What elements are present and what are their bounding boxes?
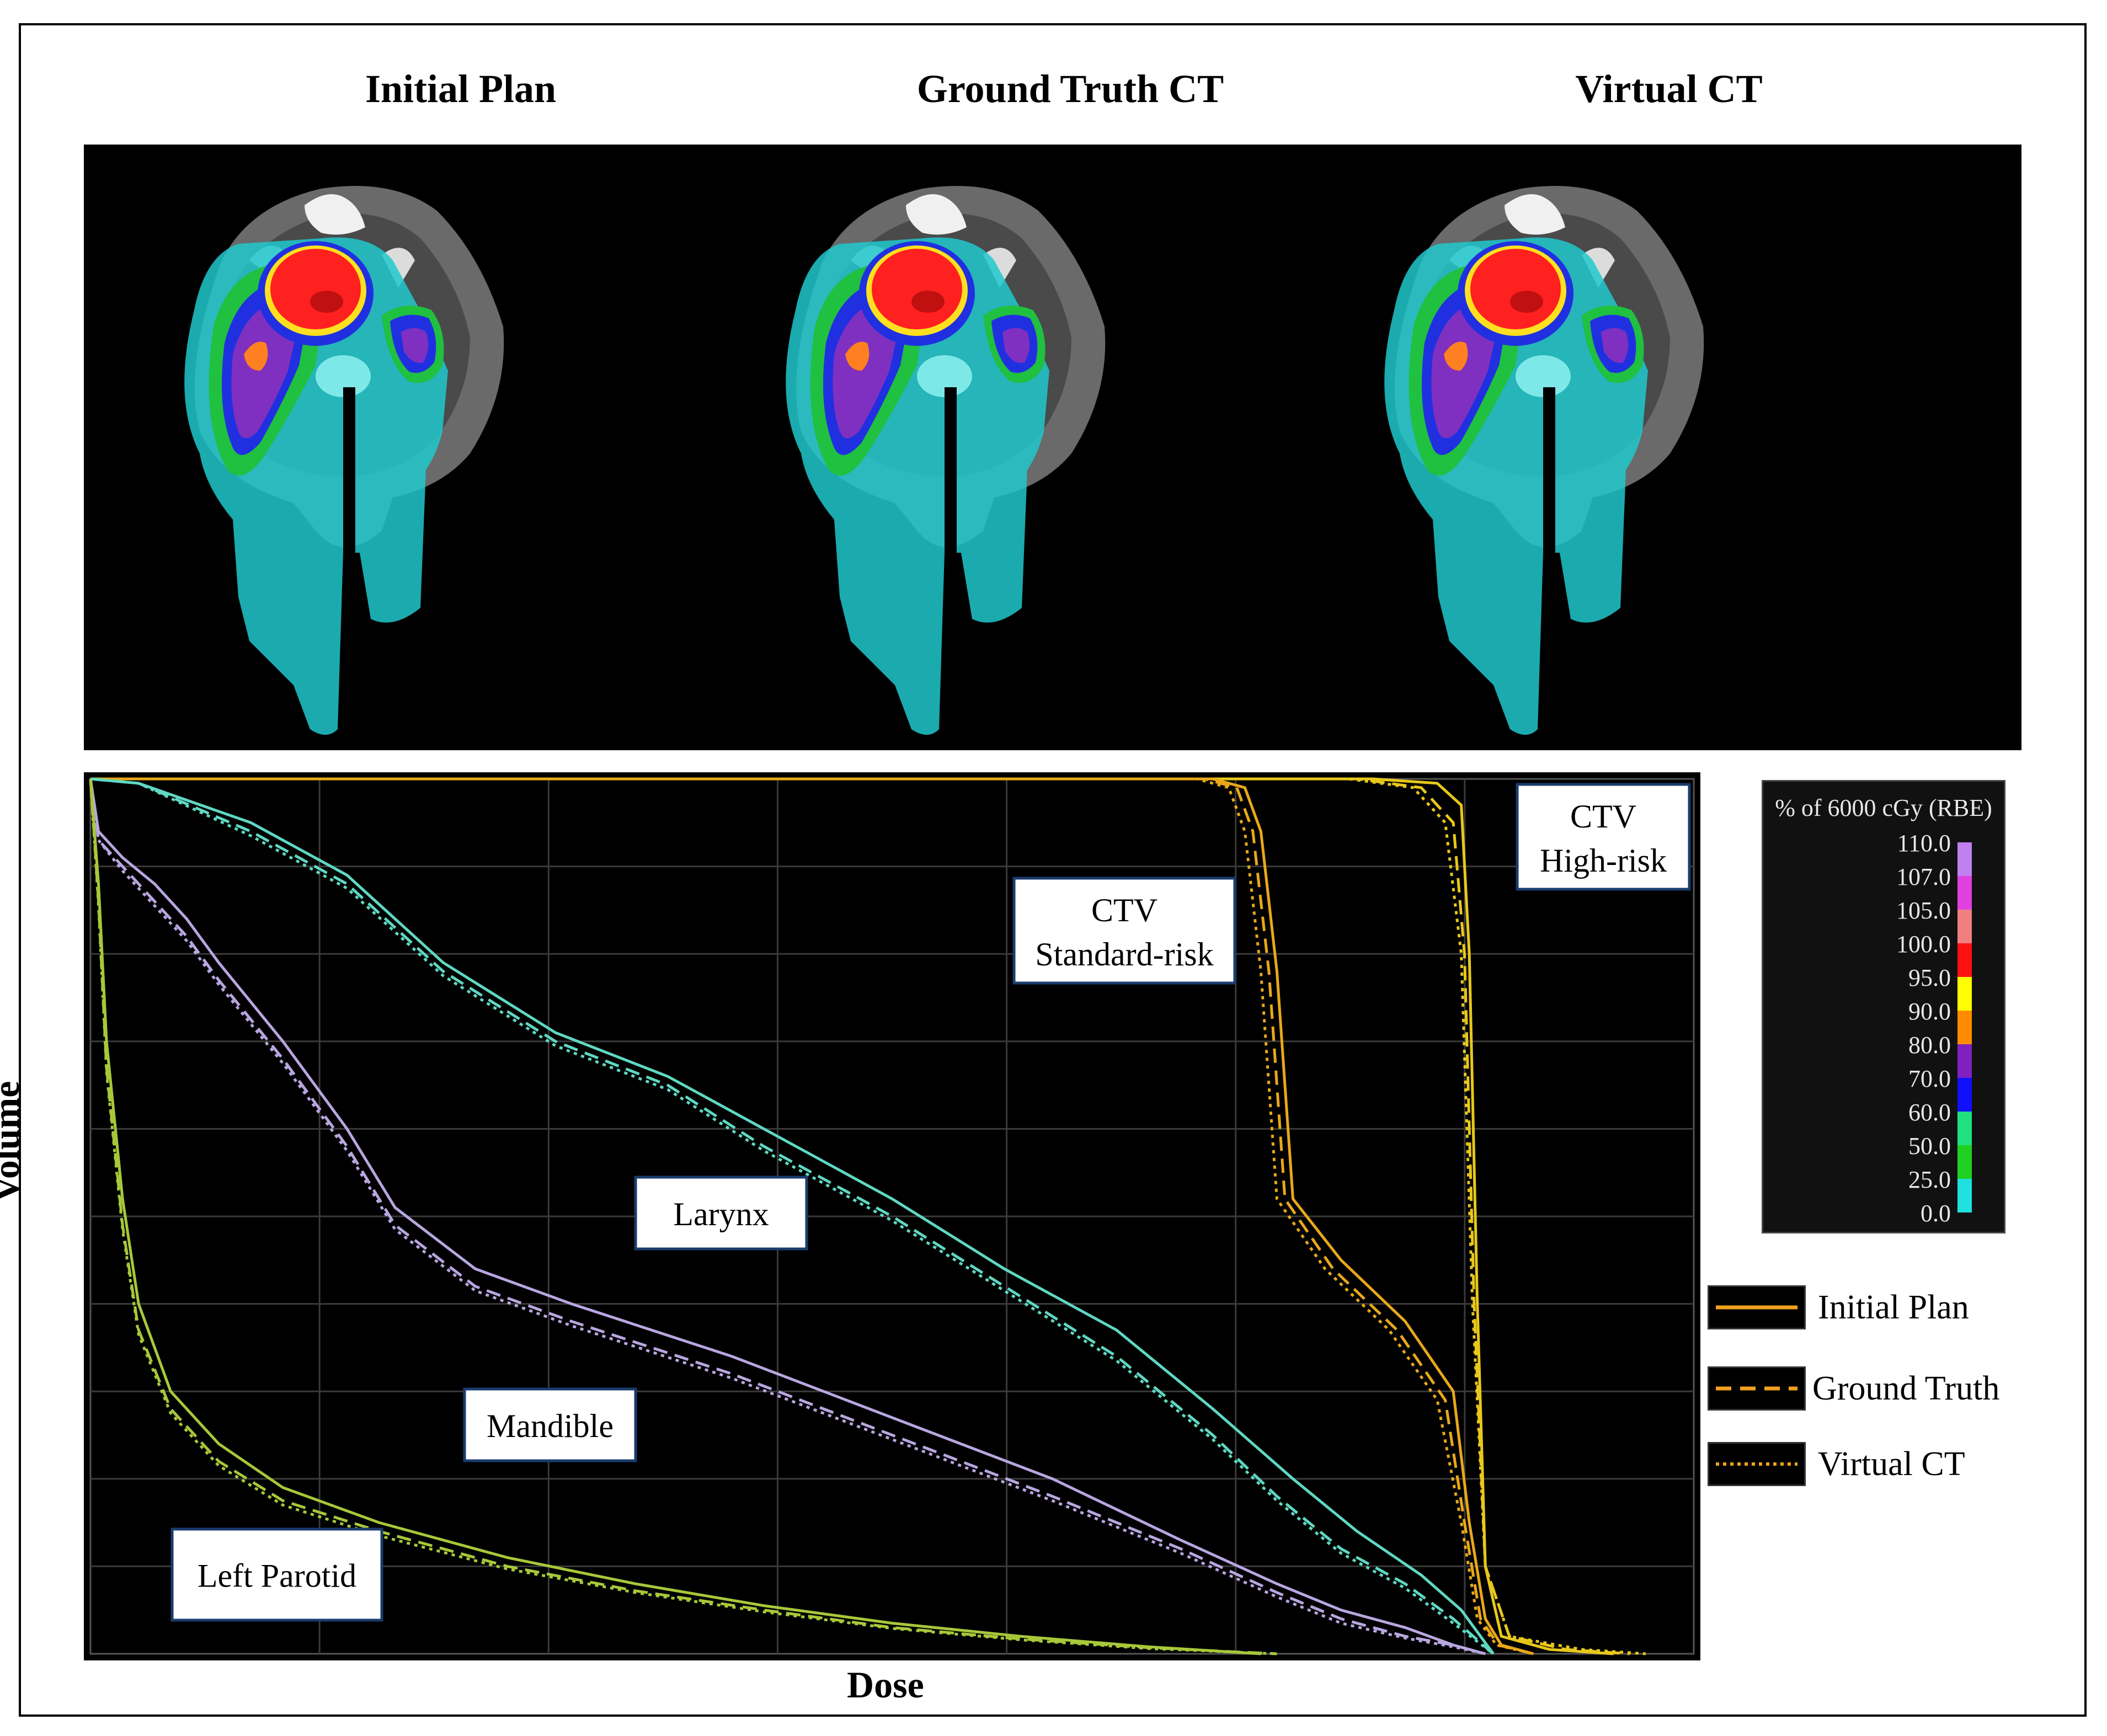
dvh-line-mandible-solid [89,778,1486,1655]
panel-title-virtual-ct: Virtual CT [1575,67,1763,111]
dvh-grid [89,778,1695,1655]
x-axis-label: Dose [847,1664,924,1706]
dvh-line-left-parotid-solid [89,778,1261,1655]
dvh-line-larynx-solid [90,777,1495,1655]
legend-line-solid [1716,1305,1797,1310]
colorbar-level-label: 105.0 [1896,897,1951,924]
colorbar-swatch [1957,943,1972,977]
annotation-larynx: Larynx [634,1176,808,1251]
colorbar-swatch [1957,876,1972,910]
legend-item-ground-truth: Ground Truth [1708,1366,2094,1416]
dvh-line-ctv-standard-risk-dotted [90,777,1534,1655]
colorbar-swatch [1957,842,1972,876]
legend-label-ground-truth: Ground Truth [1812,1370,2000,1407]
colorbar-level-label: 90.0 [1908,998,1951,1025]
colorbar-level-label: 95.0 [1908,964,1951,991]
colorbar-swatch [1957,910,1972,943]
dvh-line-ctv-high-risk-solid [90,777,1614,1655]
dvh-line-ctv-standard-risk-solid [90,777,1534,1655]
legend-line-dotted [1716,1462,1797,1466]
annotation-box [1516,783,1691,891]
legend-line-dashed [1716,1386,1797,1391]
dvh-line-left-parotid-dotted [89,778,1277,1655]
y-axis-label: Volume [0,1081,27,1203]
annotation-label: CTV [1570,798,1636,835]
annotation-box [1012,877,1236,985]
legend-item-virtual-ct: Virtual CT [1708,1442,2094,1492]
annotation-box [170,1527,383,1622]
legend-label-initial-plan: Initial Plan [1818,1289,1969,1326]
colorbar-level-label: 80.0 [1908,1032,1951,1059]
legend-label-virtual-ct: Virtual CT [1818,1445,1965,1483]
dvh-line-ctv-standard-risk-dashed [90,777,1534,1655]
annotation-ctv-standard-risk: CTV Standard-risk [1012,877,1236,985]
colorbar-swatch [1957,1078,1972,1112]
colorbar-level-label: 0.0 [1921,1200,1951,1227]
dvh-line-mandible-dotted [89,778,1486,1655]
ct-image-strip [84,145,2021,750]
colorbar-level-label: 100.0 [1896,931,1951,958]
colorbar-svg: % of 6000 cGy (RBE) 110.0 107.0 105.0 100.0 9… [1775,794,1992,1227]
colorbar-swatch [1957,1179,1972,1212]
panel-title-ground-truth-ct: Ground Truth CT [916,67,1224,111]
annotation-box [463,1387,637,1462]
legend-swatch-dashed [1708,1366,1806,1411]
annotation-label-secondary: Standard-risk [1035,936,1213,973]
colorbar-level-label: 25.0 [1908,1166,1951,1193]
ct-images-svg [184,186,1704,735]
dvh-annotations: CTVHigh-riskCTVStandard-riskLarynxMandib… [170,783,1691,1622]
annotation-label: Left Parotid [198,1558,356,1594]
panel-title-initial-plan: Initial Plan [365,67,557,111]
annotation-box [634,1176,808,1251]
colorbar-swatch [1957,977,1972,1011]
figure-frame [19,23,2087,1717]
annotation-label-secondary: High-risk [1540,842,1667,879]
colorbar-title: % of 6000 cGy (RBE) [1775,794,1992,821]
dvh-line-ctv-high-risk-dashed [90,777,1630,1655]
legend-item-initial-plan: Initial Plan [1708,1285,2094,1335]
dose-colorbar: % of 6000 cGy (RBE) 110.0 107.0 105.0 100.0 9… [1762,780,2005,1233]
legend-swatch-solid [1708,1285,1806,1329]
colorbar-swatch [1957,1145,1972,1179]
annotation-label: Mandible [487,1408,614,1444]
line-style-legend: Initial Plan Ground Truth Virtual CT [1708,1285,2094,1506]
annotation-label: Larynx [673,1196,769,1232]
colorbar-swatch [1957,1112,1972,1145]
colorbar-level-label: 70.0 [1908,1065,1951,1092]
colorbar-swatch [1957,1011,1972,1044]
colorbar-level-label: 110.0 [1897,830,1951,857]
dvh-lines [89,777,1646,1655]
annotation-mandible: Mandible [463,1387,637,1462]
dvh-plot-svg: CTVHigh-riskCTVStandard-riskLarynxMandib… [89,777,1695,1655]
colorbar-swatch [1957,1044,1972,1078]
annotation-left-parotid: Left Parotid [170,1527,383,1622]
dvh-line-larynx-dashed [90,777,1495,1655]
dvh-line-ctv-high-risk-dotted [90,777,1646,1655]
colorbar-level-label: 50.0 [1908,1133,1951,1160]
colorbar-level-label: 107.0 [1896,863,1951,890]
annotation-label: CTV [1091,892,1157,928]
annotation-ctv-high-risk: CTV High-risk [1516,783,1691,891]
colorbar-level-label: 60.0 [1908,1099,1951,1126]
legend-swatch-dotted [1708,1442,1806,1486]
